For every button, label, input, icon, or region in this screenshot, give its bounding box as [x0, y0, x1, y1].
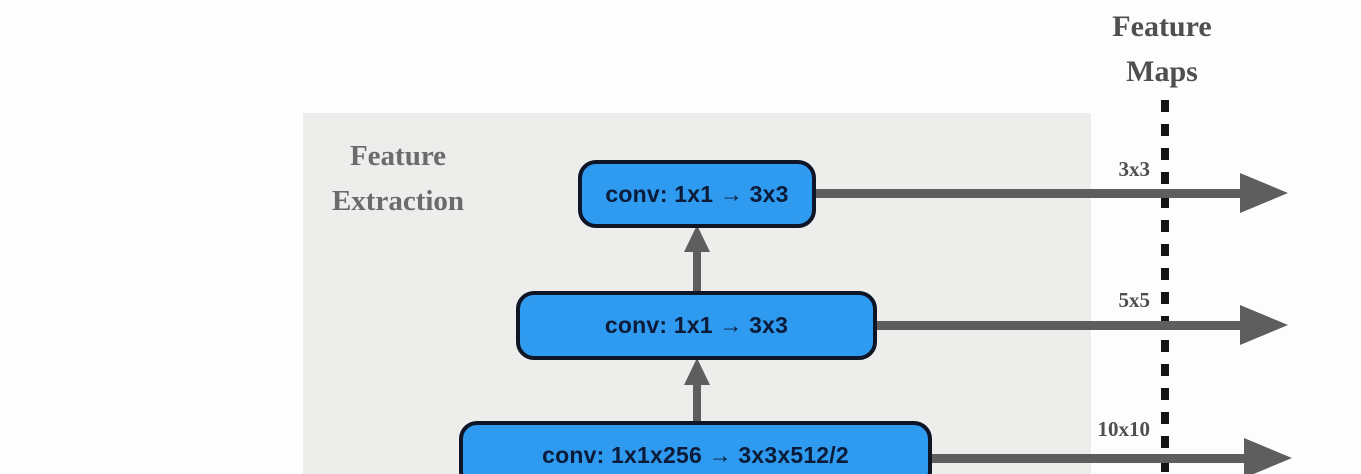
right-arrow-icon	[869, 305, 1288, 345]
conv-block-label: conv: 1x1x256 → 3x3x512/2	[542, 441, 849, 468]
up-arrow-icon	[684, 358, 710, 423]
feature-maps-title: Feature Maps	[1112, 10, 1212, 88]
conv-block-label: conv: 1x1 → 3x3	[604, 312, 789, 338]
up-arrow-icon	[684, 225, 710, 293]
feature-map-size-label: 3x3	[1118, 157, 1151, 181]
feature-map-size-label: 5x5	[1118, 288, 1151, 312]
conv-block-label: conv: 1x1 → 3x3	[605, 180, 789, 207]
feature-extraction-title: Feature Extraction	[331, 140, 465, 217]
right-arrow-icon	[924, 438, 1292, 474]
conv-block-bottom: conv: 1x1x256 → 3x3x512/2	[459, 421, 932, 474]
right-arrow-icon	[810, 173, 1288, 213]
conv-block-top: conv: 1x1 → 3x3	[578, 160, 816, 228]
feature-map-size-label: 10x10	[1097, 417, 1151, 441]
feature-maps-boundary-dashed-line	[1161, 100, 1169, 474]
conv-block-middle: conv: 1x1 → 3x3	[516, 291, 877, 360]
